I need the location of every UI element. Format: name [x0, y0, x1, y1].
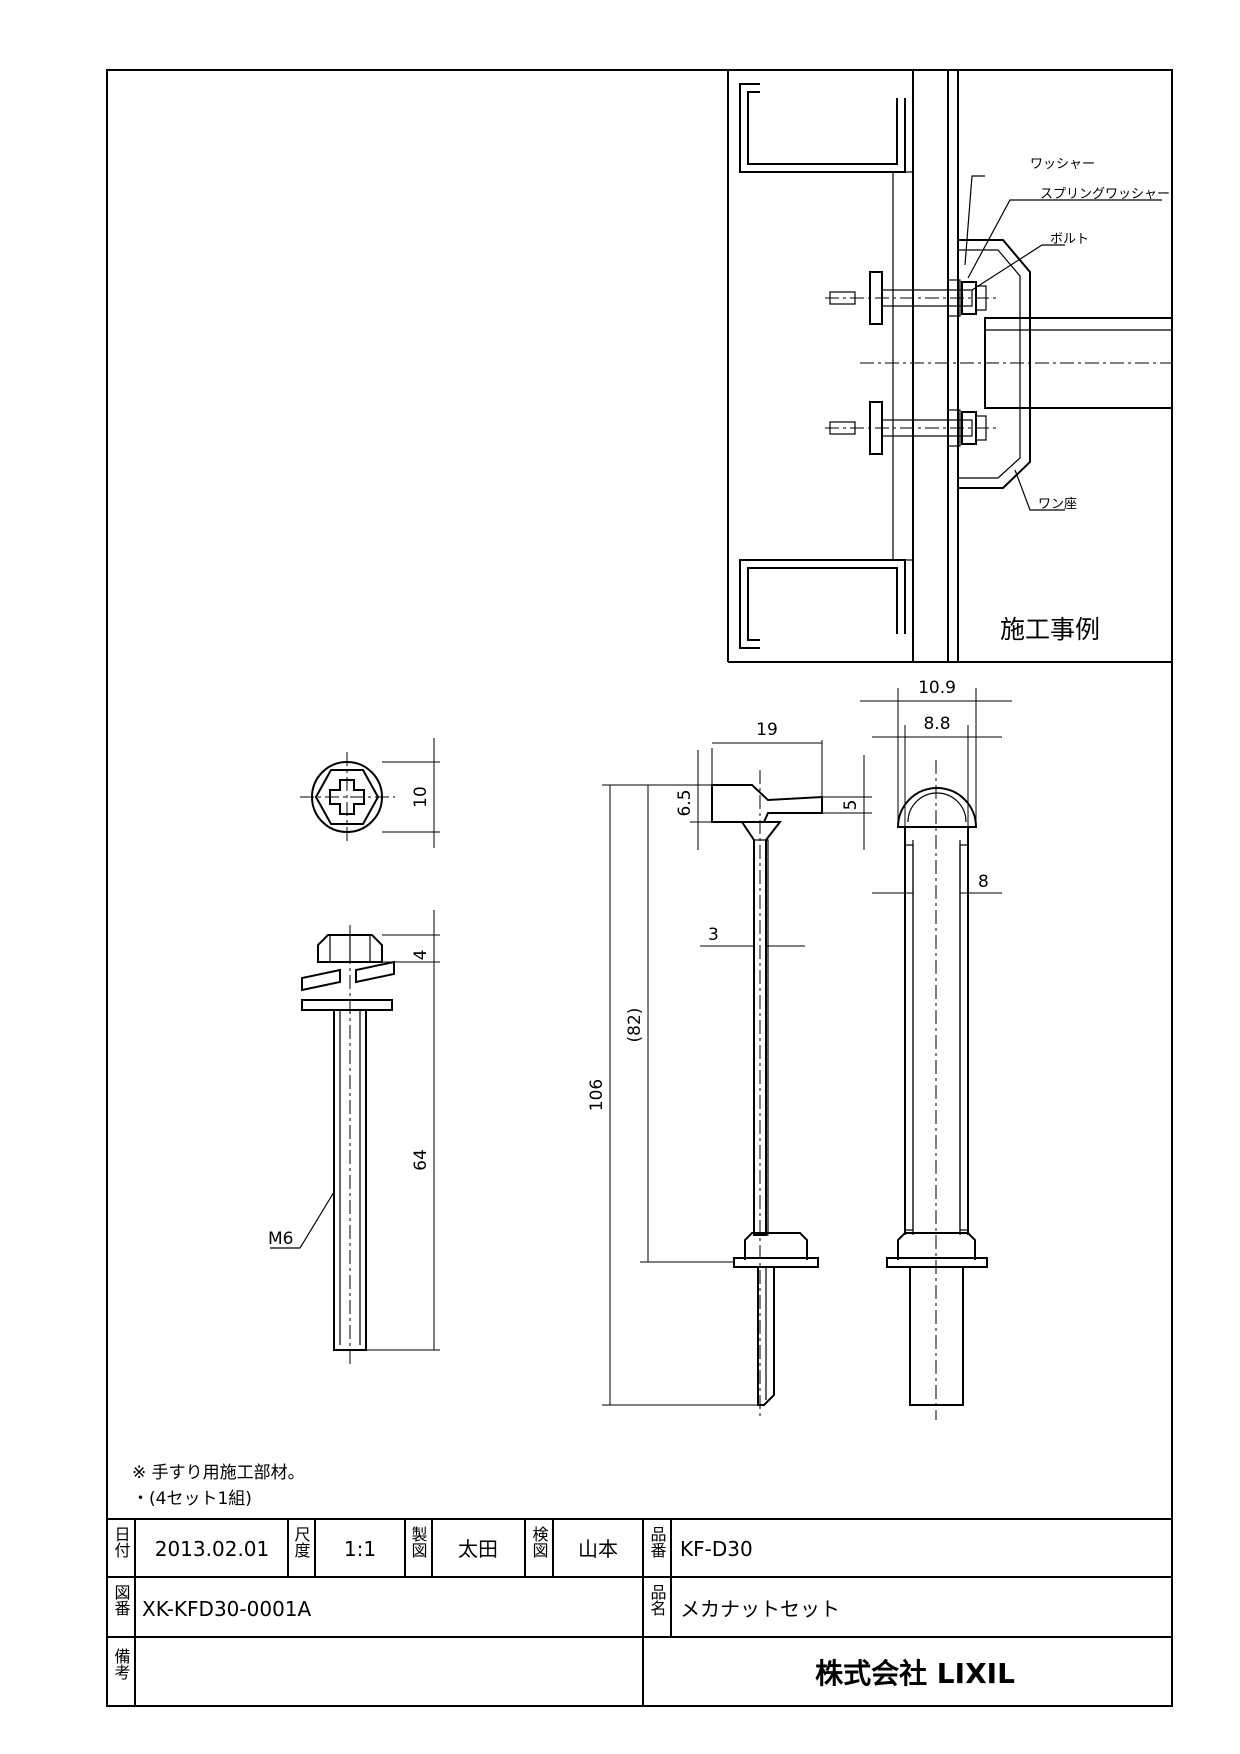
callout-base: ワン座 [1038, 497, 1077, 512]
value-product-name: メカナットセット [680, 1597, 840, 1621]
value-drawing-no: XK-KFD30-0001A [142, 1597, 312, 1621]
wall-board-rear [892, 171, 914, 561]
stud-bottom [739, 559, 906, 649]
label-drawing-no: 図番 [112, 1584, 131, 1616]
value-product-no: KF-D30 [680, 1537, 753, 1561]
dim-inner-dia: 8.8 [923, 714, 950, 734]
note-line-1: ※ 手すり用施工部材。 [132, 1463, 305, 1483]
label-scale: 尺度 [292, 1526, 311, 1558]
base-plate [958, 239, 1031, 489]
dim-nut-cap-height: 5 [841, 800, 861, 811]
installation-example: ワッシャー スプリングワッシャー ボルト ワン座 施工事例 [727, 69, 1173, 663]
label-checked: 検図 [530, 1526, 549, 1558]
callout-spring-washer: スプリングワッシャー [1040, 187, 1170, 202]
bolt-top-view: 10 [300, 738, 440, 848]
company-logo: 株式会社 LIXIL [815, 1657, 1015, 1690]
example-caption: 施工事例 [1000, 615, 1100, 644]
lower-bolt-assembly [825, 401, 1000, 455]
label-remarks: 備考 [112, 1648, 131, 1681]
dim-nut-overall: 106 [587, 1079, 607, 1111]
bolt-side-view: 4 64 M6 [268, 910, 440, 1365]
dim-nut-top-height: 6.5 [675, 789, 695, 816]
nut-section-view: 10.9 8.8 8 [860, 678, 1012, 1420]
value-checked: 山本 [578, 1537, 618, 1561]
drawing-frame [106, 69, 1173, 1707]
dim-nut-top-width: 19 [756, 720, 778, 740]
label-date: 日付 [112, 1526, 131, 1559]
label-drawn: 製図 [409, 1526, 428, 1558]
value-drawn: 太田 [458, 1537, 498, 1561]
dim-bolt-length: 64 [411, 1149, 431, 1171]
callout-bolt: ボルト [1050, 232, 1089, 247]
wall-board [912, 69, 949, 663]
dim-body-dia: 8 [978, 872, 989, 892]
dim-head-width: 10 [411, 786, 431, 808]
callout-washer: ワッシャー [1030, 157, 1095, 172]
label-product-no: 品番 [648, 1526, 667, 1558]
value-date: 2013.02.01 [155, 1537, 270, 1561]
dim-head-height: 4 [411, 950, 431, 961]
nut-side-view: 19 6.5 5 106 (82) 3 [587, 720, 872, 1420]
stud-top [739, 83, 906, 173]
dim-nut-ref: (82) [625, 1008, 645, 1043]
note-line-2: ・(4セット1組) [132, 1489, 252, 1509]
value-scale: 1:1 [344, 1537, 376, 1561]
dim-shaft-width: 3 [708, 925, 719, 945]
dim-thread: M6 [268, 1229, 293, 1249]
title-block: 日付 尺度 製図 検図 品番 図番 品名 備考 2013.02.01 1:1 太… [106, 1518, 1173, 1707]
label-product-name: 品名 [648, 1584, 667, 1616]
upper-bolt-assembly [825, 271, 1000, 325]
dim-outer-dia: 10.9 [918, 678, 956, 698]
